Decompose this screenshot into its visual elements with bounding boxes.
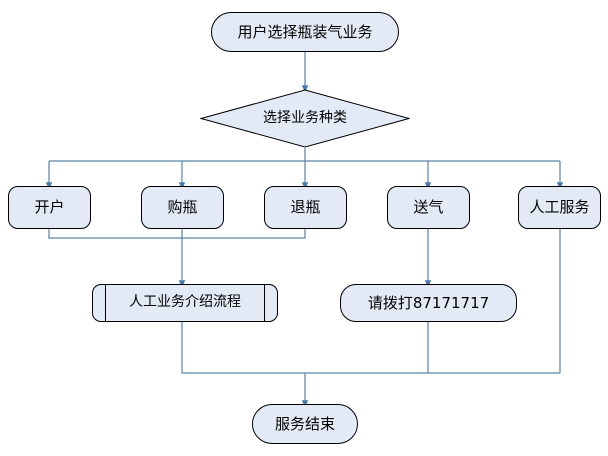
edge-option-3-to-manual xyxy=(182,229,306,239)
node-option-5[interactable]: 人工服务 xyxy=(518,186,601,229)
node-manual-process[interactable]: 人工业务介绍流程 xyxy=(92,284,278,322)
predefined-process-bar-right xyxy=(264,285,265,321)
node-call-number[interactable]: 请拨打87171717 xyxy=(340,284,517,322)
node-option-2-label: 购瓶 xyxy=(167,198,198,217)
node-option-4-label: 送气 xyxy=(413,198,444,217)
node-start-label: 用户选择瓶装气业务 xyxy=(237,22,373,41)
node-option-3-label: 退瓶 xyxy=(290,198,321,217)
node-option-5-label: 人工服务 xyxy=(529,198,590,217)
node-decision-label: 选择业务种类 xyxy=(263,109,347,126)
node-option-4[interactable]: 送气 xyxy=(387,186,470,229)
node-end[interactable]: 服务结束 xyxy=(252,404,358,444)
node-manual-process-label: 人工业务介绍流程 xyxy=(129,294,241,311)
node-end-label: 服务结束 xyxy=(274,414,335,433)
node-option-3[interactable]: 退瓶 xyxy=(264,186,347,229)
edge-manual-to-merge xyxy=(181,322,560,374)
node-decision[interactable]: 选择业务种类 xyxy=(200,89,410,148)
node-option-2[interactable]: 购瓶 xyxy=(141,186,224,229)
predefined-process-bar-left xyxy=(105,285,106,321)
node-option-1-label: 开户 xyxy=(34,198,65,217)
node-start[interactable]: 用户选择瓶装气业务 xyxy=(211,12,399,52)
node-call-number-label: 请拨打87171717 xyxy=(367,293,490,312)
edge-option-1-to-manual xyxy=(48,229,182,239)
diamond-shape xyxy=(200,89,410,148)
node-option-1[interactable]: 开户 xyxy=(8,186,91,229)
